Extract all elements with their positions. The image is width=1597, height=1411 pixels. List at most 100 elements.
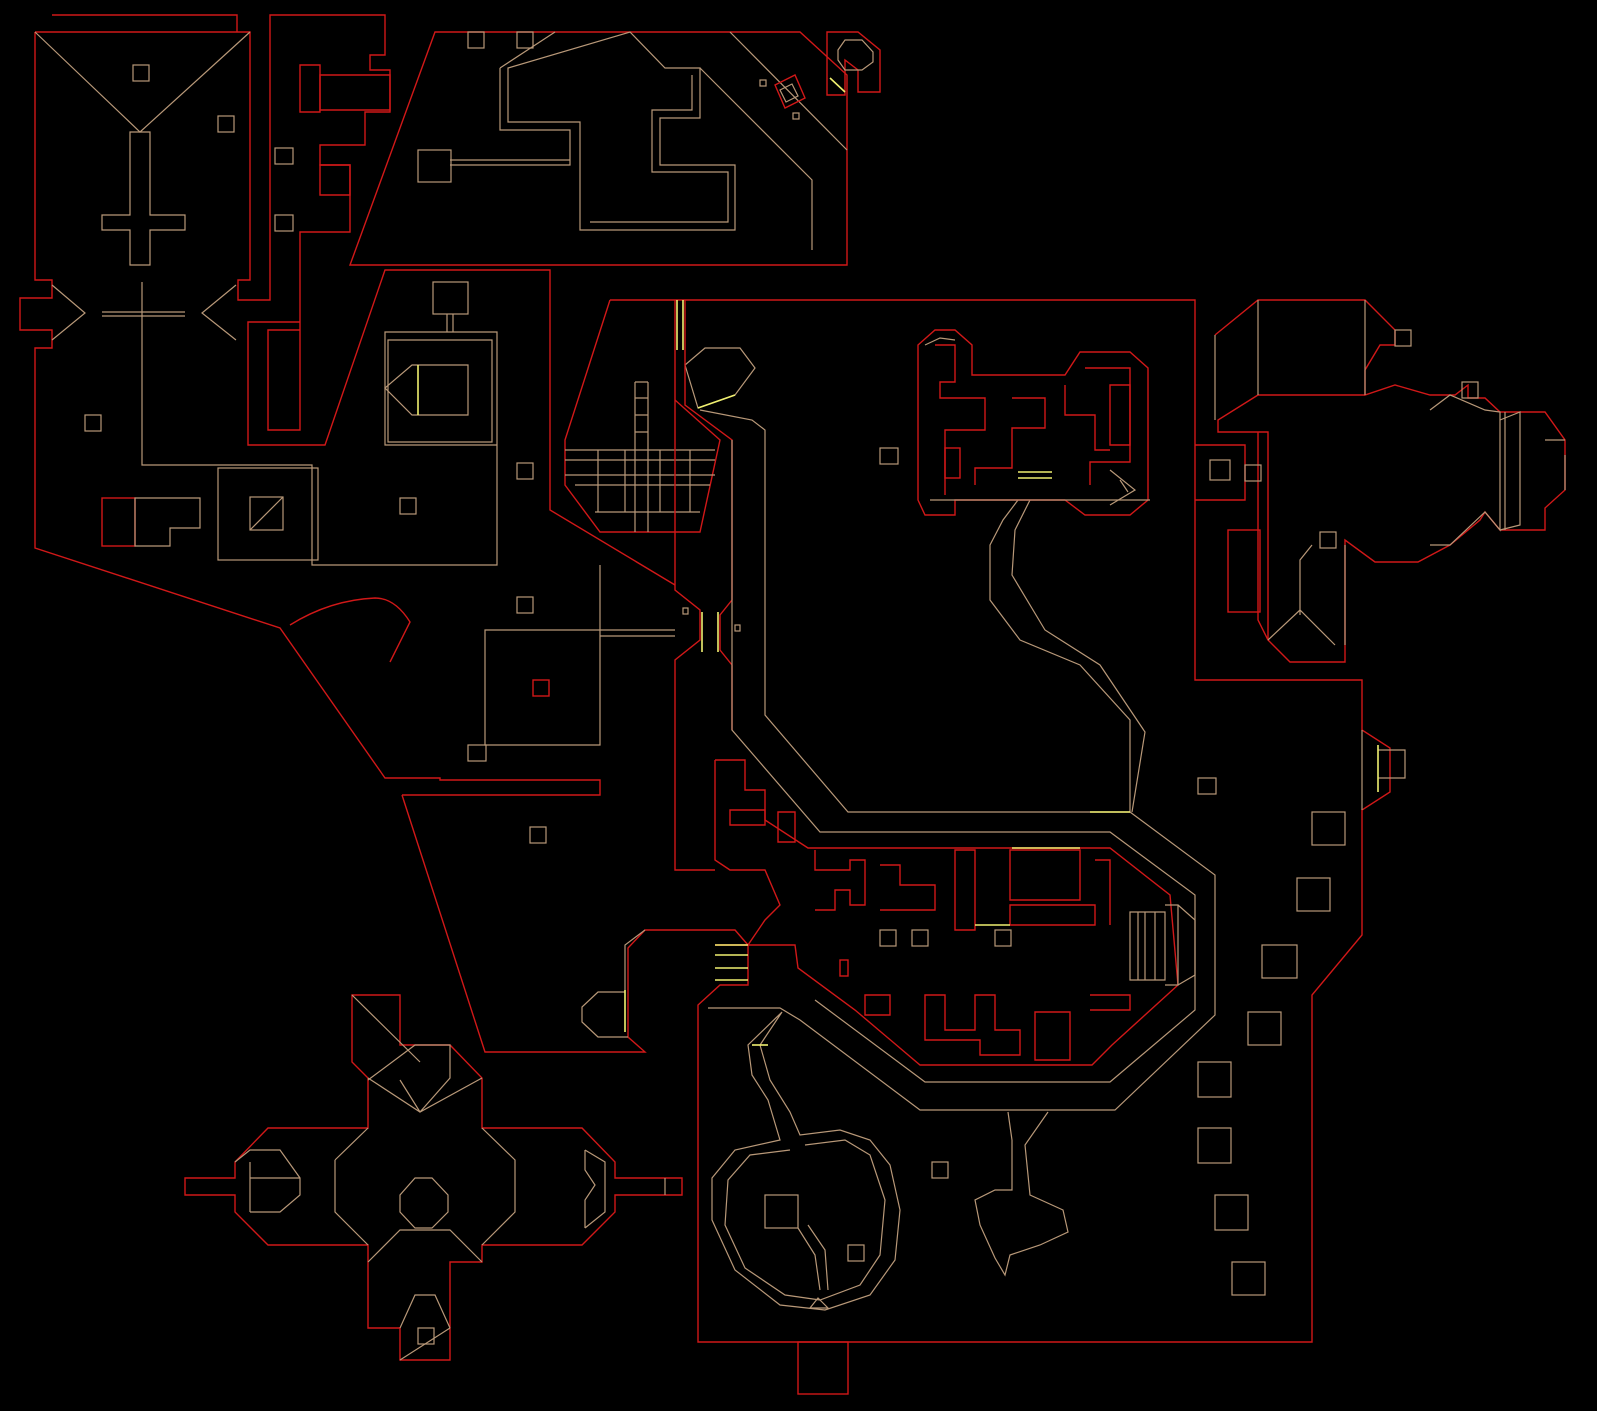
sw-inner: [334, 994, 516, 1246]
cy-pip-5: [931, 1161, 949, 1179]
nw-corridor-a: [299, 64, 321, 113]
ne-maze-floor: [924, 337, 1150, 501]
nw-curve: [289, 597, 411, 663]
central-south-maze: [711, 759, 1196, 1311]
nw-pillar-7: [516, 462, 534, 480]
cs-pond-pip: [847, 1244, 865, 1262]
cy-door-west: [674, 300, 715, 871]
cs-pond-inner: [724, 1139, 886, 1301]
ne-door[interactable]: [829, 77, 846, 93]
cs-pip-4: [839, 959, 849, 977]
cs-pond-hut: [808, 1297, 830, 1309]
nw-pillar-9: [529, 826, 547, 844]
cs-stairs: [1129, 904, 1196, 986]
cs-pond-path-in: [797, 1224, 829, 1291]
cc-outer: [564, 299, 721, 533]
ew-pip-4: [1244, 464, 1262, 482]
northeast-maze: [917, 329, 1150, 516]
central-cross-room: [564, 299, 756, 533]
ew-pip-5: [1319, 531, 1337, 549]
nw-pillar-1: [132, 64, 150, 82]
nw-pillar-3: [274, 147, 294, 165]
cy-outer: [610, 299, 1391, 1343]
nw-square-outer: [217, 467, 319, 561]
ne-maze-cell-1: [944, 447, 961, 479]
cy-door-yellow-2[interactable]: [701, 612, 719, 652]
nw-pillar-6: [399, 497, 417, 515]
cy-pip-1: [682, 607, 689, 615]
central-courtyard: [610, 299, 1406, 1395]
ne-maze-outer: [917, 329, 1149, 516]
cy-pip-2: [734, 624, 741, 632]
ew-shape: [1214, 300, 1565, 546]
cy-pond-path: [989, 499, 1146, 813]
ew-pip-2: [1461, 381, 1479, 399]
ne-maze-inner: [935, 344, 1131, 495]
nw-box-b: [319, 164, 351, 196]
southwest-octagon: [184, 994, 683, 1361]
nw-pentagon: [384, 364, 469, 416]
cs-pip-1: [879, 929, 897, 947]
ew-lines: [1504, 412, 1566, 530]
cy-col-3: [1261, 944, 1298, 979]
cs-pip-3: [994, 929, 1012, 947]
cy-pip-3: [879, 447, 899, 465]
nw-arrow-l: [51, 284, 86, 341]
cc-door-1[interactable]: [697, 394, 736, 409]
ne-maze-door[interactable]: [1018, 471, 1052, 479]
cc-grid: [565, 381, 715, 532]
cy-door-yellow-1[interactable]: [676, 300, 684, 350]
cs-door-1[interactable]: [975, 847, 1080, 926]
sw-south-arrow: [367, 1229, 483, 1361]
nw-pillar-4: [274, 214, 294, 232]
nc-box: [417, 149, 452, 183]
cy-pip-4: [1197, 777, 1217, 795]
ne-small-room: [826, 31, 881, 96]
nw-hall-floor: [484, 565, 675, 746]
north-central-room: [348, 31, 881, 266]
nw-north-box: [432, 281, 469, 315]
cs-maze-walls-2: [864, 994, 1131, 1061]
nc-pip-3: [759, 79, 767, 87]
nw-red-pip: [532, 679, 550, 697]
sw-south-pip: [417, 1327, 435, 1345]
nw-hall-pip: [467, 744, 487, 762]
cs-pond-box: [764, 1194, 799, 1229]
cy-col-7: [1214, 1194, 1249, 1231]
ew-pip-1: [1394, 329, 1412, 347]
cs-pond: [711, 1011, 901, 1311]
nw-north-link: [446, 314, 454, 332]
cy-ne-alcove: [1361, 730, 1406, 810]
nw-square-diag: [249, 496, 284, 531]
nw-outer-wall: [35, 14, 676, 586]
sw-outer: [184, 994, 683, 1361]
ew-pip-3: [1209, 459, 1231, 481]
cs-maze-walls: [729, 809, 1111, 931]
nc-switch: [774, 74, 806, 109]
cs-door-2[interactable]: [715, 944, 748, 981]
cy-col-1: [1311, 811, 1346, 846]
nw-pillar-2: [217, 115, 235, 133]
ew-funnel: [1267, 544, 1346, 646]
cy-path: [699, 409, 1216, 1111]
nc-pip-4: [792, 112, 800, 120]
cs-rock: [974, 1111, 1069, 1277]
cy-door-west-2: [684, 300, 733, 730]
northwest-wing: [19, 14, 749, 1053]
cy-exit-box: [797, 1341, 849, 1395]
ne-maze-cell-2: [1109, 384, 1131, 446]
ew-red-box: [1227, 529, 1261, 613]
cy-col-4: [1247, 1011, 1282, 1046]
ew-cone: [1499, 411, 1521, 531]
nw-pillar-8: [516, 596, 534, 614]
ew-south: [1195, 432, 1269, 641]
nc-diag: [699, 31, 848, 250]
nw-box-a: [319, 74, 391, 111]
east-wing: [1195, 299, 1566, 663]
nc-inner-path: [499, 31, 736, 231]
cy-path-inner: [731, 440, 1196, 1083]
cy-col-8: [1231, 1261, 1266, 1296]
cs-pip-2: [911, 929, 929, 947]
nw-block-red: [101, 497, 136, 547]
